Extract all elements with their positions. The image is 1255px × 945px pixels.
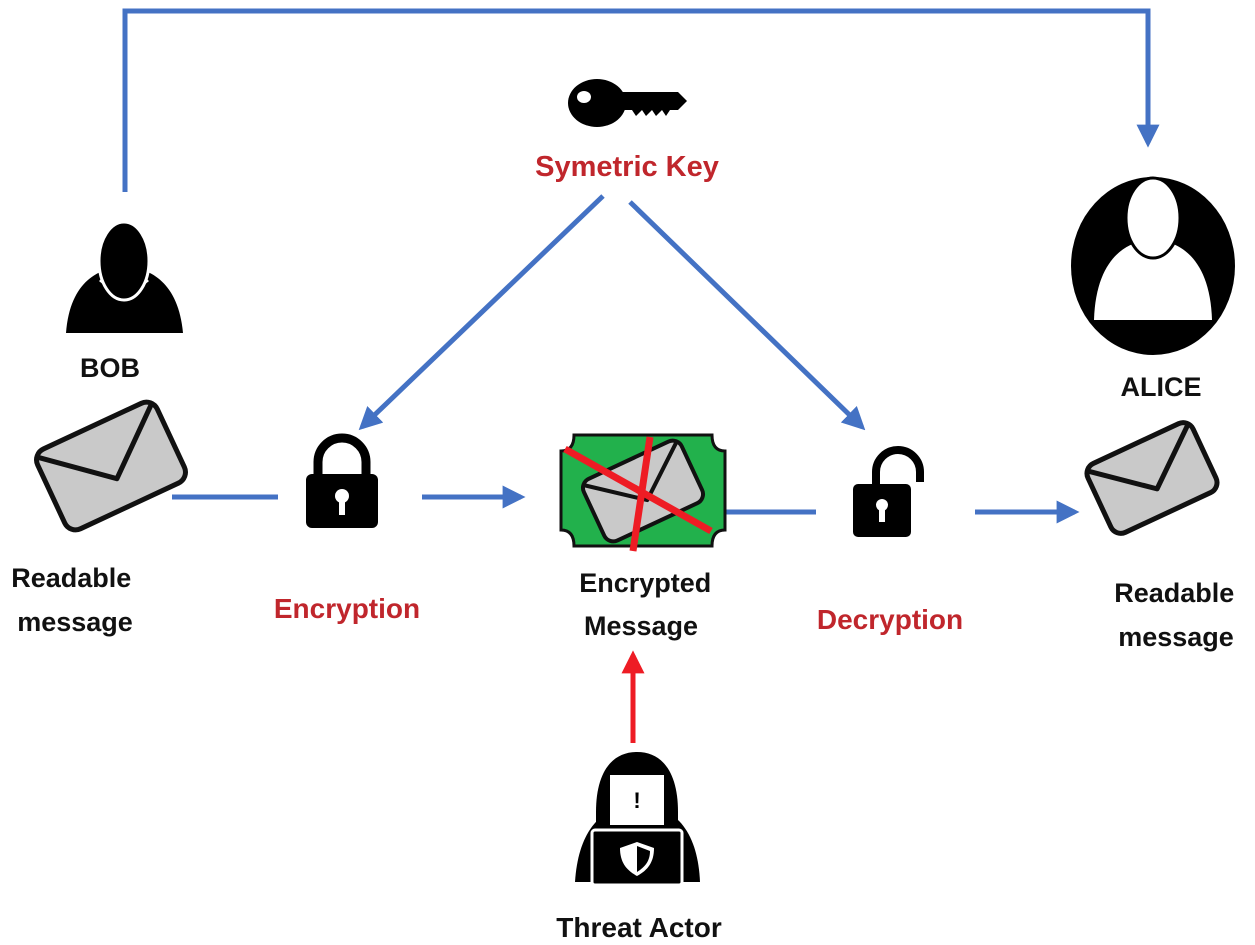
key-label: Symetric Key bbox=[535, 151, 719, 183]
threat-actor-label: Threat Actor bbox=[556, 912, 722, 943]
alice-name: ALICE bbox=[1121, 372, 1202, 402]
key-icon bbox=[568, 79, 687, 127]
unlock-icon bbox=[853, 446, 924, 537]
threat-mark: ! bbox=[633, 788, 640, 813]
envelope-icon bbox=[34, 399, 188, 533]
hacker-icon: ! bbox=[575, 752, 700, 887]
encrypted-message-label: Encrypted Message bbox=[579, 568, 719, 641]
envelope-icon bbox=[1084, 420, 1220, 536]
bob-message-line1: Readable bbox=[11, 563, 131, 593]
alice-message-line2: message bbox=[1118, 622, 1234, 652]
cross-line bbox=[563, 445, 713, 535]
alice-message-line1: Readable bbox=[1114, 578, 1234, 608]
encrypted-message-icon bbox=[559, 433, 727, 552]
bob-message-label: Readable message bbox=[11, 563, 139, 637]
arrow-key-to-decryption bbox=[628, 200, 866, 431]
bob-name: BOB bbox=[80, 353, 140, 383]
avatar-icon bbox=[1071, 176, 1235, 355]
arrow-key-to-encryption bbox=[358, 194, 605, 431]
encrypted-line1: Encrypted bbox=[579, 568, 711, 598]
decryption-label: Decryption bbox=[817, 604, 963, 635]
encryption-label: Encryption bbox=[274, 593, 420, 624]
alice-message-label: Readable message bbox=[1114, 578, 1242, 652]
person-icon bbox=[66, 220, 183, 333]
cross-line bbox=[629, 436, 654, 552]
lock-icon bbox=[306, 433, 378, 528]
arrow-bob-alice-shared bbox=[122, 8, 1160, 192]
encrypted-line2: Message bbox=[584, 611, 698, 641]
bob-message-line2: message bbox=[17, 607, 133, 637]
